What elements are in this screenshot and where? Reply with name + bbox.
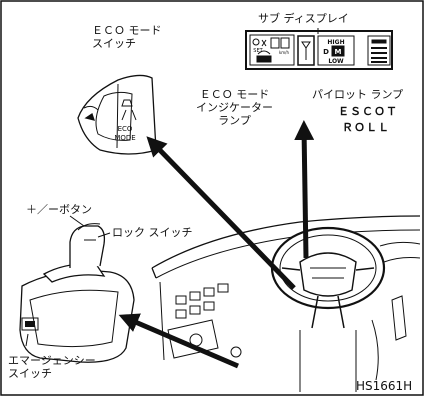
leader-lines bbox=[25, 28, 319, 347]
leader-lock-switch bbox=[97, 232, 111, 238]
gear-selector bbox=[19, 223, 135, 363]
roll-label: ＲＯＬＬ bbox=[342, 121, 390, 134]
emergency-switch-label: エマージェンシー スイッチ bbox=[8, 354, 96, 380]
pilot-lamp-label: パイロット ランプ bbox=[312, 88, 404, 101]
arrow-to-gear-selector bbox=[118, 313, 239, 369]
sub-display-m: M bbox=[335, 48, 342, 56]
eco-switch-label-mode: MODE bbox=[114, 134, 135, 142]
eco-switch-label: ＥＣＯ モード スイッチ bbox=[92, 24, 162, 50]
sub-display-d: D bbox=[323, 48, 329, 56]
plus-minus-button-label: ＋／ーボタン bbox=[26, 203, 92, 216]
lock-switch-label: ロック スイッチ bbox=[112, 226, 193, 239]
escot-label: ＥＳＣＯＴ bbox=[338, 105, 398, 118]
figure-code-label: HS1661H bbox=[356, 379, 413, 393]
sub-display-panel bbox=[245, 30, 393, 70]
dashboard-illustration bbox=[151, 215, 421, 392]
arrow-to-eco-switch bbox=[146, 136, 296, 290]
sub-display-high: HIGH bbox=[327, 39, 344, 46]
eco-switch-label-eco: ECO bbox=[118, 125, 133, 133]
sub-display-set: SET bbox=[253, 48, 263, 54]
eco-indicator-label: ＥＣＯ モード インジケーター ランプ bbox=[196, 88, 273, 127]
sub-display-label: サブ ディスプレイ bbox=[258, 12, 349, 25]
callout-arrows bbox=[118, 120, 315, 369]
arrow-to-indicator bbox=[294, 120, 315, 259]
sub-display-speed-unit: km/h bbox=[279, 50, 290, 55]
leader-plus-minus bbox=[69, 215, 85, 227]
sub-display-low: LOW bbox=[328, 58, 344, 65]
eco-switch-panel bbox=[77, 74, 157, 155]
leader-emergency bbox=[25, 333, 29, 347]
